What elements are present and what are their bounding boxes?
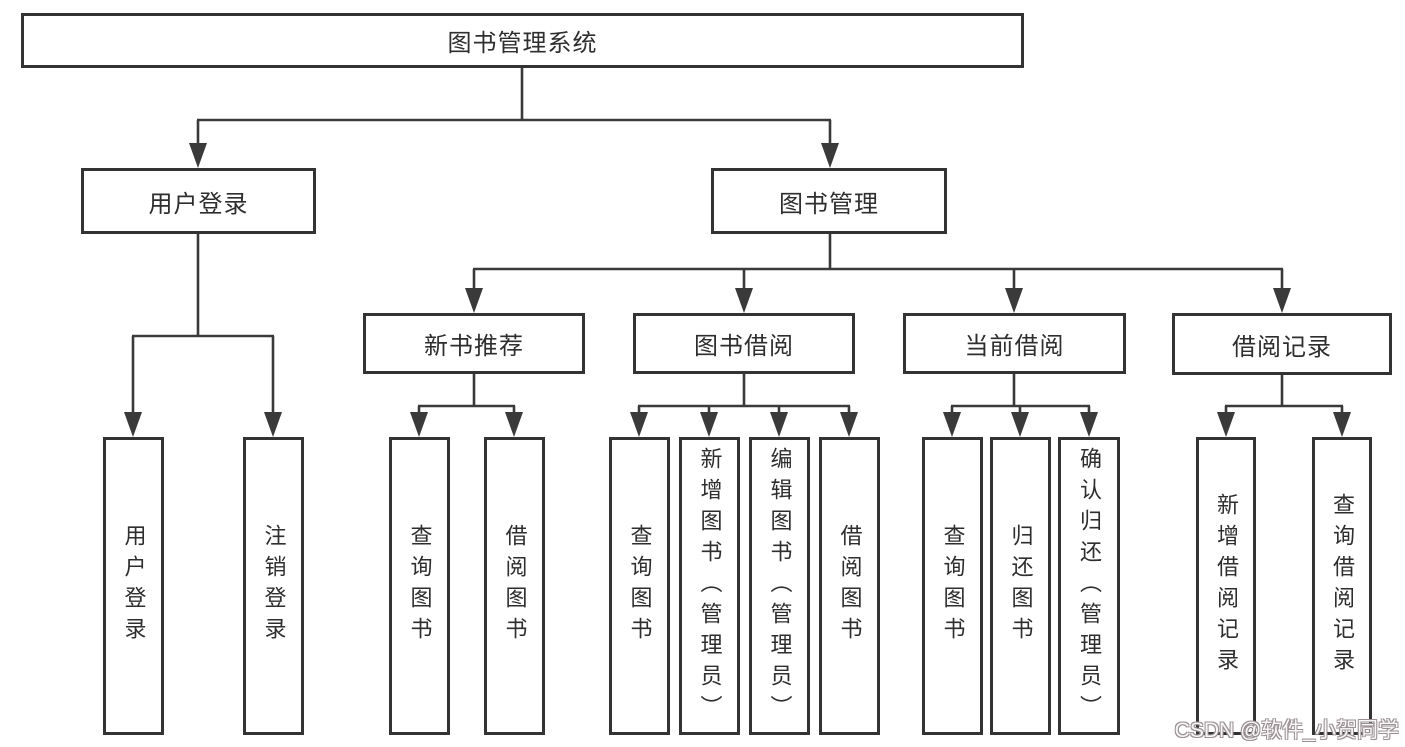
node-book-management: 图书管理 <box>711 168 947 234</box>
leaf-add-borrow-record: 新增借阅记录 <box>1196 437 1256 735</box>
node-borrowing-records: 借阅记录 <box>1172 313 1392 375</box>
leaf-add-books-admin: 新增图书（管理员） <box>679 437 740 735</box>
leaf-query-books-borrowing: 查询图书 <box>609 437 670 735</box>
leaf-borrow-books-recommend: 借阅图书 <box>484 437 545 735</box>
leaf-query-books-current: 查询图书 <box>922 437 983 735</box>
node-current-borrowing: 当前借阅 <box>903 313 1126 374</box>
leaf-logout: 注销登录 <box>243 437 304 735</box>
node-book-borrowing: 图书借阅 <box>633 313 855 374</box>
leaf-return-books: 归还图书 <box>990 437 1051 735</box>
leaf-query-books-recommend: 查询图书 <box>389 437 450 735</box>
node-library-management-system: 图书管理系统 <box>21 13 1024 68</box>
leaf-borrow-books-borrowing: 借阅图书 <box>819 437 880 735</box>
leaf-query-borrow-record: 查询借阅记录 <box>1312 437 1372 735</box>
node-new-book-recommendation: 新书推荐 <box>363 313 585 374</box>
leaf-user-login: 用户登录 <box>103 437 164 735</box>
watermark: CSDN @软件_小贺同学 <box>1174 719 1399 742</box>
node-user-login: 用户登录 <box>81 168 316 234</box>
leaf-edit-books-admin: 编辑图书（管理员） <box>749 437 810 735</box>
leaf-confirm-return-admin: 确认归还（管理员） <box>1058 437 1120 735</box>
